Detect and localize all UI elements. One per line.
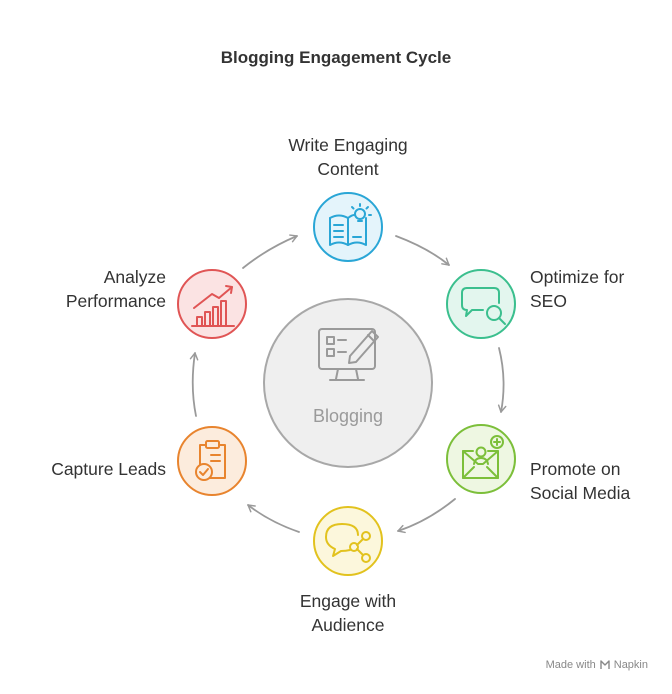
watermark-prefix: Made with — [545, 659, 596, 671]
napkin-watermark: Made with Napkin — [546, 659, 648, 671]
step-label-write: Write Engaging Content — [246, 133, 450, 181]
step-label-line: SEO — [530, 291, 567, 311]
step-label-line: Performance — [65, 291, 166, 311]
envelope-user-plus-icon — [462, 435, 504, 479]
watermark-brand: Napkin — [613, 659, 648, 671]
step-label-analyze: Analyze Performance — [10, 265, 166, 313]
cycle-arrows — [189, 234, 507, 534]
step-label-line: Promote on — [530, 459, 621, 479]
step-node-leads — [177, 426, 247, 496]
center-hub — [263, 298, 433, 468]
step-node-analyze — [177, 269, 247, 339]
step-label-leads: Capture Leads — [10, 457, 166, 481]
arrow-analyze-to-write — [242, 234, 298, 269]
clipboard-check-icon — [195, 440, 226, 481]
step-label-seo: Optimize for SEO — [530, 265, 670, 313]
step-label-line: Social Media — [530, 483, 631, 503]
step-label-line: Engage with — [299, 591, 397, 611]
step-label-line: Audience — [311, 615, 385, 635]
chat-magnifier-icon — [461, 287, 506, 325]
step-label-engage: Engage with Audience — [246, 589, 450, 637]
step-node-write — [313, 192, 383, 262]
step-node-social — [446, 424, 516, 494]
step-node-engage — [313, 506, 383, 576]
bar-chart-trend-icon — [191, 285, 235, 327]
step-label-line: Write Engaging — [288, 135, 408, 155]
book-lightbulb-icon — [329, 203, 372, 246]
step-label-line: Content — [317, 159, 379, 179]
diagram-title: Blogging Engagement Cycle — [220, 48, 452, 67]
arrow-leads-to-analyze — [189, 352, 199, 417]
step-label-social: Promote on Social Media — [530, 457, 670, 505]
step-label-line: Optimize for — [530, 267, 625, 287]
chat-share-icon — [325, 523, 371, 563]
step-label-line: Capture Leads — [51, 459, 166, 479]
step-label-line: Analyze — [103, 267, 166, 287]
arrow-social-to-engage — [397, 498, 456, 534]
arrow-engage-to-leads — [247, 504, 300, 533]
step-node-seo — [446, 269, 516, 339]
napkin-logo-icon — [600, 660, 610, 669]
center-label: Blogging — [312, 406, 384, 426]
arrow-write-to-seo — [395, 235, 450, 266]
computer-checklist-pencil-icon — [318, 328, 379, 381]
arrow-seo-to-social — [497, 347, 507, 413]
